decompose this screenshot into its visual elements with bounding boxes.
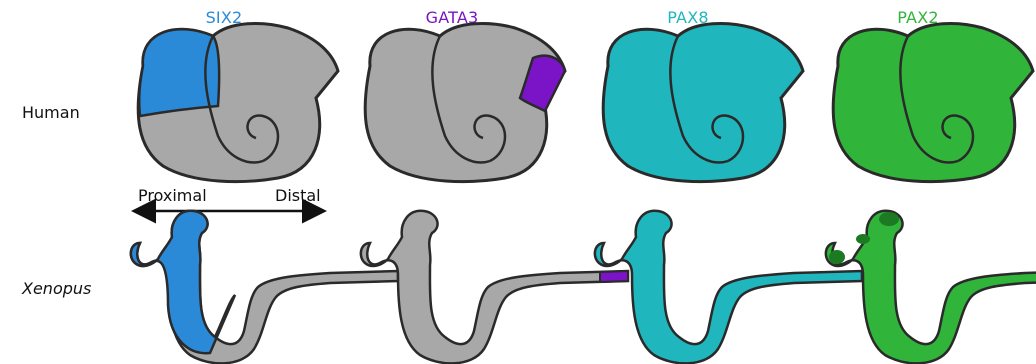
human-kidney-pax8 bbox=[603, 23, 803, 181]
human-kidney-six2 bbox=[138, 23, 338, 181]
xenopus-pronephros-six2 bbox=[131, 211, 398, 364]
human-kidney-gata3 bbox=[365, 23, 565, 181]
xenopus-pronephros-gata3 bbox=[361, 211, 628, 364]
xenopus-pronephros-pax8 bbox=[595, 211, 862, 364]
xenopus-pronephros-pax2 bbox=[826, 211, 1036, 364]
human-kidney-pax2 bbox=[833, 23, 1033, 181]
